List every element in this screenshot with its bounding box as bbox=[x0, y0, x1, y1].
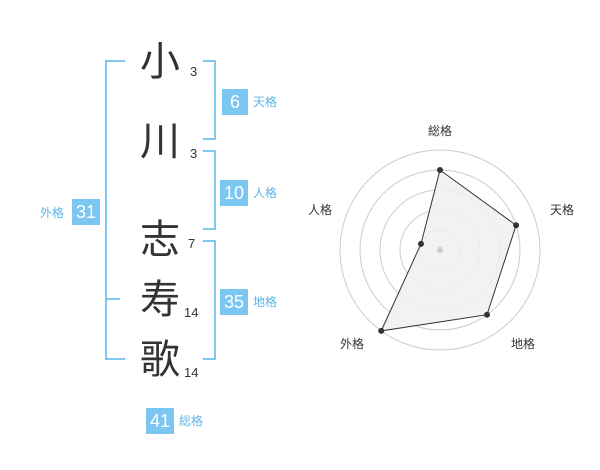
gaikaku-bracket bbox=[105, 60, 125, 360]
radar-grid-ring-5 bbox=[339, 149, 541, 351]
chikaku-label: 地格 bbox=[253, 295, 278, 309]
name-char-3: 志 bbox=[140, 217, 180, 263]
stroke-count-5: 14 bbox=[184, 365, 199, 380]
radar-axis-label-tenkaku: 天格 bbox=[550, 203, 575, 217]
tenkaku-bracket bbox=[203, 60, 216, 140]
gaikaku-label: 外格 bbox=[40, 206, 65, 220]
radar-axis-label-gaikaku: 外格 bbox=[340, 337, 365, 351]
stroke-count-4: 14 bbox=[184, 305, 199, 320]
name-char-2: 川 bbox=[140, 119, 180, 165]
stroke-count-1: 3 bbox=[190, 64, 198, 79]
chikaku-value: 35 bbox=[220, 289, 248, 315]
name-char-4: 寿 bbox=[140, 277, 180, 323]
jinkaku-bracket bbox=[203, 150, 216, 230]
radar-axis-label-soukaku: 総格 bbox=[428, 124, 453, 138]
jinkaku-label: 人格 bbox=[253, 186, 278, 200]
radar-axis-label-chikaku: 地格 bbox=[511, 337, 536, 351]
chikaku-bracket bbox=[203, 240, 216, 360]
soukaku-label: 総格 bbox=[179, 414, 204, 428]
soukaku-value: 41 bbox=[146, 408, 174, 434]
radar-center-point bbox=[437, 247, 443, 253]
name-char-5: 歌 bbox=[140, 337, 180, 383]
gaikaku-value: 31 bbox=[72, 199, 100, 225]
stroke-count-2: 3 bbox=[190, 146, 198, 161]
radar-point-0 bbox=[437, 167, 443, 173]
gaikaku-bracket-tick bbox=[105, 298, 120, 300]
tenkaku-value: 6 bbox=[222, 89, 248, 115]
jinkaku-value: 10 bbox=[220, 180, 248, 206]
radar-point-1 bbox=[513, 222, 520, 229]
tenkaku-label: 天格 bbox=[253, 95, 278, 109]
radar-point-2 bbox=[484, 311, 491, 318]
radar-point-4 bbox=[417, 240, 424, 247]
radar-axis-label-jinkaku: 人格 bbox=[308, 203, 333, 217]
name-char-1: 小 bbox=[140, 39, 180, 85]
radar-value-polygon bbox=[380, 169, 517, 332]
stroke-count-3: 7 bbox=[188, 236, 196, 251]
radar-point-3 bbox=[378, 327, 385, 334]
